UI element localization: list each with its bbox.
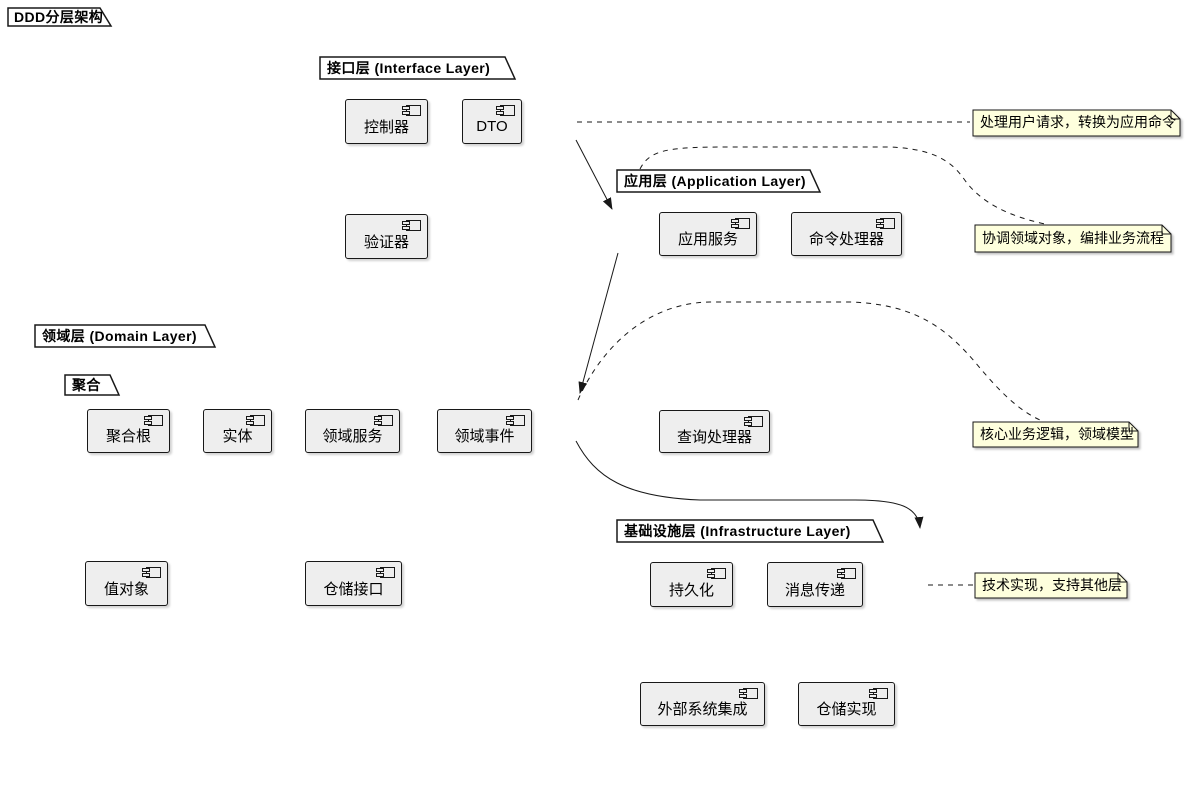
package-title-interface: 接口层 (Interface Layer) — [327, 60, 491, 76]
component-icon — [739, 688, 758, 699]
package-interface-layer — [0, 773, 256, 790]
component-icon — [731, 218, 750, 229]
component-messaging: 消息传递 — [767, 562, 863, 607]
component-icon — [142, 567, 161, 578]
package-title-infrastructure: 基础设施层 (Infrastructure Layer) — [624, 523, 851, 539]
component-label: 查询处理器 — [676, 428, 752, 446]
component-query-handler: 查询处理器 — [659, 410, 770, 453]
component-icon — [506, 415, 525, 426]
component-repository-interface: 仓储接口 — [305, 561, 402, 606]
component-icon — [246, 415, 265, 426]
note-text-domain: 核心业务逻辑，领域模型 — [980, 426, 1134, 442]
package-title-domain: 领域层 (Domain Layer) — [42, 328, 197, 344]
component-icon — [869, 688, 888, 699]
component-aggregate-root: 聚合根 — [87, 409, 170, 453]
component-label: 仓储接口 — [323, 580, 384, 598]
note-text-application: 协调领域对象，编排业务流程 — [982, 230, 1164, 246]
component-icon — [876, 218, 895, 229]
component-label: 消息传递 — [784, 581, 845, 599]
component-label: 应用服务 — [677, 231, 738, 248]
component-command-handler: 命令处理器 — [791, 212, 902, 256]
component-icon — [744, 416, 763, 427]
component-domain-service: 领域服务 — [305, 409, 400, 453]
component-label: 实体 — [222, 428, 253, 445]
package-title-aggregate: 聚合 — [72, 377, 101, 393]
component-dto: DTO — [462, 99, 522, 144]
component-icon — [402, 105, 421, 116]
component-value-object: 值对象 — [85, 561, 168, 606]
component-icon — [707, 568, 726, 579]
component-persistence: 持久化 — [650, 562, 733, 607]
component-icon — [496, 105, 515, 116]
component-icon — [837, 568, 856, 579]
component-label: 外部系统集成 — [657, 701, 748, 718]
component-icon — [402, 220, 421, 231]
component-label: 领域事件 — [454, 428, 515, 445]
component-icon — [374, 415, 393, 426]
component-label: 聚合根 — [105, 428, 151, 445]
note-text-infrastructure: 技术实现，支持其他层 — [982, 577, 1122, 593]
component-icon — [144, 415, 163, 426]
component-external-integration: 外部系统集成 — [640, 682, 765, 726]
component-label: 仓储实现 — [816, 701, 877, 718]
component-app-service: 应用服务 — [659, 212, 757, 256]
frame-title: DDD分层架构 — [14, 9, 104, 25]
component-label: 值对象 — [103, 580, 149, 598]
component-repository-impl: 仓储实现 — [798, 682, 895, 726]
component-entity: 实体 — [203, 409, 272, 453]
component-domain-event: 领域事件 — [437, 409, 532, 453]
note-text-interface: 处理用户请求，转换为应用命令 — [980, 114, 1176, 130]
component-label: 控制器 — [363, 118, 409, 136]
component-controller: 控制器 — [345, 99, 428, 144]
component-label: 验证器 — [363, 233, 409, 251]
component-label: 持久化 — [668, 581, 714, 599]
component-icon — [376, 567, 395, 578]
component-label: 领域服务 — [322, 428, 383, 445]
package-title-application: 应用层 (Application Layer) — [624, 173, 806, 189]
component-label: 命令处理器 — [808, 231, 884, 248]
component-label: DTO — [476, 117, 508, 135]
component-validator: 验证器 — [345, 214, 428, 259]
